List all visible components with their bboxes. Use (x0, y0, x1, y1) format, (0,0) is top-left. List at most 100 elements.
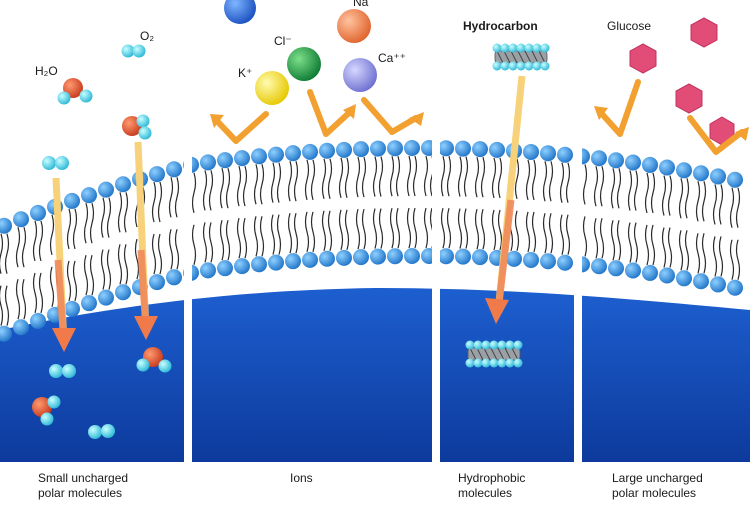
lipid-tail (344, 209, 350, 251)
lipid-head (608, 152, 624, 169)
lipid-tail (633, 170, 639, 211)
lipid-tail (542, 213, 548, 254)
label-h2o: H₂O (35, 64, 58, 78)
lipid-head (115, 284, 131, 301)
panel-small-uncharged: H₂O O₂ (32, 29, 172, 439)
lipid-tail (406, 207, 412, 249)
lipid-head (455, 248, 471, 265)
lipid-tail (287, 160, 293, 202)
lipid-tail (310, 159, 316, 201)
label-cl: Cl⁻ (274, 34, 292, 48)
lipid-head (166, 269, 182, 286)
lipid-tail (548, 161, 554, 202)
lipid-tail (89, 255, 95, 296)
lipid-head (30, 312, 46, 329)
lipid-head (557, 146, 573, 163)
lipid-head (676, 162, 692, 179)
hydrogen-atom (524, 43, 534, 53)
caption-large-1: Large uncharged (612, 471, 703, 485)
ion-k-icon (255, 71, 289, 105)
lipid-head (370, 248, 386, 265)
lipid-tail (38, 220, 44, 262)
hydrogen-atom (473, 358, 483, 368)
lipid-tail (548, 213, 554, 254)
lipid-tail (4, 233, 10, 274)
lipid-tail (157, 181, 163, 223)
lipid-tail (412, 155, 418, 197)
hydrogen-atom (465, 340, 475, 350)
lipid-head (115, 176, 131, 193)
hydrogen-atom (513, 340, 523, 350)
lipid-tail (389, 208, 395, 249)
lipid-tail (202, 170, 208, 211)
lipid-tail (361, 156, 367, 198)
lipid-head (625, 154, 641, 171)
lipid-tail (446, 208, 452, 249)
lipid-tail (49, 214, 55, 256)
lipid-head (217, 260, 233, 277)
lipid-tail (174, 177, 180, 218)
lipid-head (676, 270, 692, 287)
lipid-tail (321, 158, 327, 199)
hydrogen-atom (508, 61, 518, 71)
lipid-tail (729, 239, 735, 280)
lipid-tail (174, 229, 180, 270)
lipid-tail (423, 207, 429, 249)
panel-large-uncharged: Glucose (594, 17, 749, 155)
water-molecule-icon (57, 78, 93, 105)
lipid-tail (582, 216, 588, 257)
lipid-tail (627, 170, 633, 211)
hydrogen-atom (505, 358, 515, 368)
lipid-tail (253, 216, 259, 257)
lipid-tail (644, 172, 650, 214)
lipid-tail (270, 162, 276, 203)
lipid-tail (276, 214, 282, 255)
caption-small-1: Small uncharged (38, 471, 128, 485)
lipid-tail (15, 279, 21, 320)
lipid-head (523, 143, 539, 160)
lipid-tail (644, 224, 650, 266)
lipid-tail (491, 209, 497, 251)
lipid-tail (151, 233, 157, 275)
lipid-tail (616, 168, 622, 209)
lipid-tail (582, 164, 588, 205)
hydrocarbon-bond (504, 347, 512, 361)
lipid-tail (106, 197, 112, 238)
lipid-tail (134, 238, 140, 280)
hydrogen-atom (489, 340, 499, 350)
lipid-tail (157, 233, 163, 275)
lipid-tail (712, 184, 718, 225)
lipid-tail (729, 187, 735, 228)
lipid-tail (531, 159, 537, 201)
lipid-tail (610, 168, 616, 209)
lipid-tail (378, 208, 384, 249)
lipid-head (455, 140, 471, 157)
label-hydrocarbon: Hydrocarbon (463, 19, 538, 33)
lipid-head (64, 300, 80, 317)
hydrogen-atom (492, 43, 502, 53)
lipid-tail (678, 178, 684, 219)
lipid-head (438, 140, 454, 157)
hydrogen-atom (513, 358, 523, 368)
lipid-tail (304, 211, 310, 253)
lipid-tail (735, 239, 741, 280)
blocked-arrows (599, 79, 745, 155)
lipid-tail (633, 222, 639, 263)
lipid-tail (191, 224, 197, 265)
water-molecule-icon (32, 395, 61, 426)
panel-hydrophobic: Hydrocarbon (463, 19, 550, 368)
lipid-head (30, 204, 46, 221)
lipid-head (608, 260, 624, 277)
lipid-head (251, 148, 267, 165)
hydrocarbon-molecule-icon (465, 340, 523, 368)
lipid-head (285, 253, 301, 270)
lipid-head (370, 140, 386, 157)
lipid-head (693, 273, 709, 290)
lipid-tail (678, 230, 684, 271)
lipid-tail (627, 222, 633, 263)
lipid-head (0, 217, 12, 234)
hydrocarbon-bond (469, 347, 477, 361)
hydrocarbon-bond (497, 347, 505, 361)
lipid-head (438, 248, 454, 265)
